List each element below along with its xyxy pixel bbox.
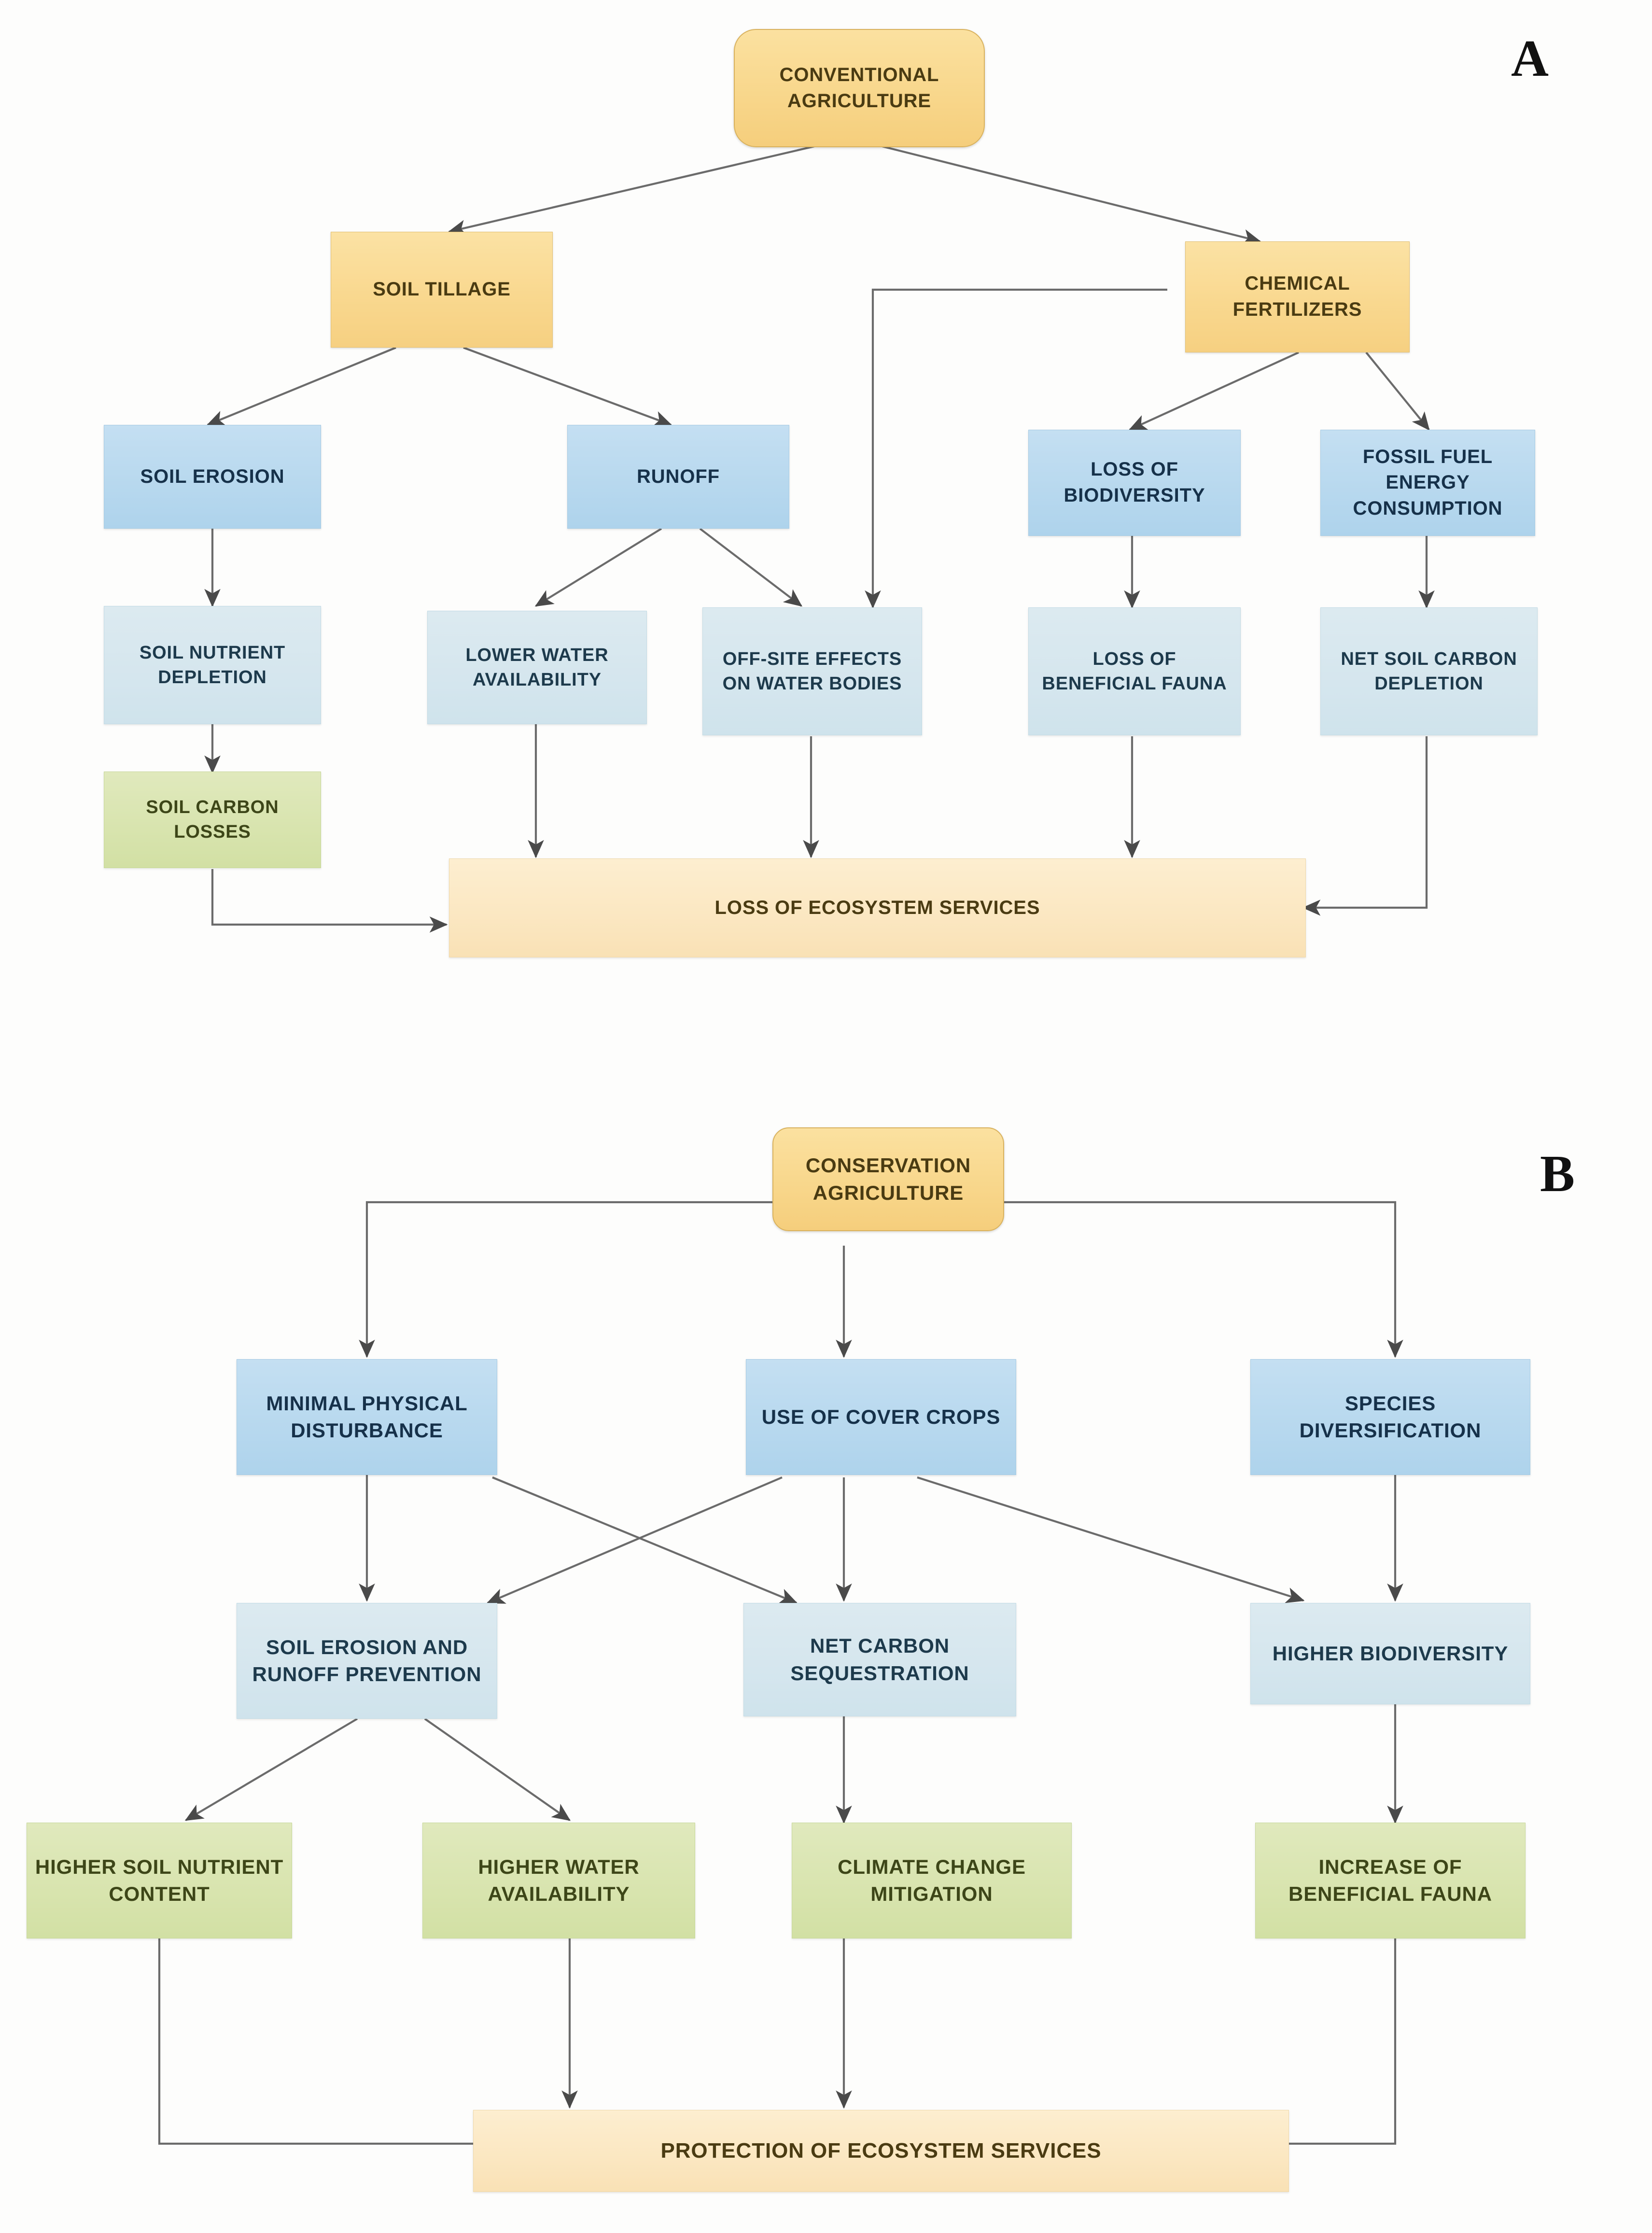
- node-loss-of-biodiversity: LOSS OF BIODIVERSITY: [1028, 430, 1241, 536]
- node-soil-carbon-losses: SOIL CARBON LOSSES: [104, 772, 321, 868]
- node-chemical-fertilizers: CHEMICAL FERTILIZERS: [1185, 241, 1410, 352]
- panel-b: B: [0, 1053, 1652, 2233]
- node-increase-of-beneficial-fauna: INCREASE OF BENEFICIAL FAUNA: [1255, 1823, 1526, 1938]
- panel-a: A: [0, 0, 1652, 1053]
- node-off-site-effects-on-water-bodies: OFF-SITE EFFECTS ON WATER BODIES: [702, 607, 922, 735]
- node-soil-tillage: SOIL TILLAGE: [331, 232, 553, 348]
- node-protection-of-ecosystem-services: PROTECTION OF ECOSYSTEM SERVICES: [473, 2110, 1289, 2192]
- node-lower-water-availability: LOWER WATER AVAILABILITY: [427, 611, 647, 724]
- node-runoff: RUNOFF: [567, 425, 789, 529]
- node-use-of-cover-crops: USE OF COVER CROPS: [746, 1359, 1016, 1475]
- node-loss-of-beneficial-fauna: LOSS OF BENEFICIAL FAUNA: [1028, 607, 1241, 735]
- node-conventional-agriculture: CONVENTIONAL AGRICULTURE: [734, 29, 985, 147]
- node-species-diversification: SPECIES DIVERSIFICATION: [1250, 1359, 1530, 1475]
- node-soil-erosion-and-runoff-prevention: SOIL EROSION AND RUNOFF PREVENTION: [237, 1603, 497, 1719]
- node-fossil-fuel-energy-consumption: FOSSIL FUEL ENERGY CONSUMPTION: [1320, 430, 1535, 536]
- node-climate-change-mitigation: CLIMATE CHANGE MITIGATION: [792, 1823, 1072, 1938]
- node-minimal-physical-disturbance: MINIMAL PHYSICAL DISTURBANCE: [237, 1359, 497, 1475]
- node-net-carbon-sequestration: NET CARBON SEQUESTRATION: [743, 1603, 1016, 1716]
- node-higher-biodiversity: HIGHER BIODIVERSITY: [1250, 1603, 1530, 1704]
- node-soil-erosion: SOIL EROSION: [104, 425, 321, 529]
- node-higher-water-availability: HIGHER WATER AVAILABILITY: [422, 1823, 695, 1938]
- node-net-soil-carbon-depletion: NET SOIL CARBON DEPLETION: [1320, 607, 1538, 735]
- panel-b-label: B: [1540, 1145, 1576, 1203]
- node-higher-soil-nutrient-content: HIGHER SOIL NUTRIENT CONTENT: [27, 1823, 292, 1938]
- panel-a-label: A: [1511, 30, 1549, 87]
- node-soil-nutrient-depletion: SOIL NUTRIENT DEPLETION: [104, 606, 321, 724]
- node-conservation-agriculture: CONSERVATION AGRICULTURE: [772, 1127, 1004, 1231]
- node-loss-of-ecosystem-services: LOSS OF ECOSYSTEM SERVICES: [449, 858, 1306, 957]
